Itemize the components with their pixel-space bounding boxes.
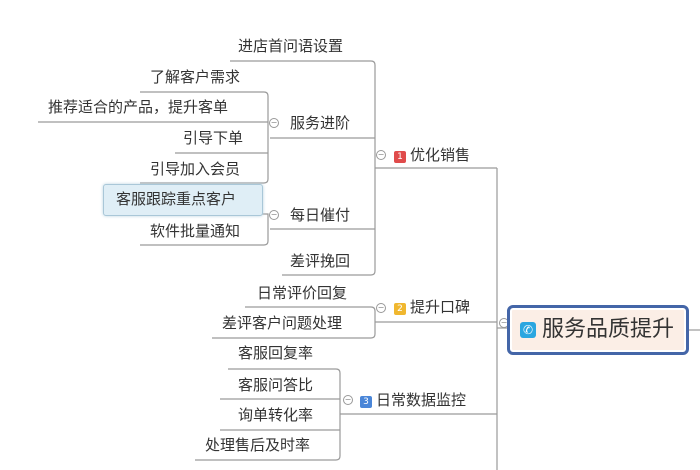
collapse-toggle[interactable]: − — [269, 210, 279, 220]
node-label: 优化销售 — [410, 146, 471, 164]
collapse-toggle[interactable]: − — [376, 150, 386, 160]
node-inquiry-conversion[interactable]: 询单转化率 — [238, 406, 314, 424]
node-service-advance[interactable]: 服务进阶 — [290, 114, 351, 132]
node-bad-review-recovery[interactable]: 差评挽回 — [290, 252, 351, 270]
node-track-key-customers[interactable] — [103, 184, 263, 216]
node-recommend-products[interactable]: 推荐适合的产品，提升客单 — [48, 98, 229, 116]
node-batch-notify[interactable]: 软件批量通知 — [150, 222, 241, 240]
node-guide-order[interactable]: 引导下单 — [183, 129, 244, 147]
node-daily-data-monitoring[interactable]: 3 日常数据监控 — [360, 391, 466, 409]
node-bad-review-handling[interactable]: 差评客户问题处理 — [222, 314, 343, 332]
root-label: 服务品质提升 — [542, 317, 675, 342]
node-understand-needs[interactable]: 了解客户需求 — [150, 68, 241, 86]
collapse-toggle[interactable]: − — [269, 118, 279, 128]
phone-icon: ✆ — [520, 322, 536, 338]
collapse-toggle[interactable]: − — [343, 395, 353, 405]
node-label: 提升口碑 — [410, 298, 471, 316]
node-guide-membership[interactable]: 引导加入会员 — [150, 160, 241, 178]
node-optimize-sales[interactable]: 1 优化销售 — [394, 146, 470, 164]
node-reply-rate[interactable]: 客服回复率 — [238, 344, 314, 362]
node-improve-reputation[interactable]: 2 提升口碑 — [394, 298, 470, 316]
root-node[interactable]: ✆ 服务品质提升 — [507, 305, 689, 355]
priority-2-icon: 2 — [394, 303, 406, 315]
node-greeting-setup[interactable]: 进店首问语设置 — [238, 37, 344, 55]
node-after-sales-timeliness[interactable]: 处理售后及时率 — [205, 436, 311, 454]
priority-3-icon: 3 — [360, 396, 372, 408]
node-track-key-customers-label: 客服跟踪重点客户 — [116, 190, 237, 208]
node-daily-review-reply[interactable]: 日常评价回复 — [257, 284, 348, 302]
node-qa-ratio[interactable]: 客服问答比 — [238, 376, 314, 394]
priority-1-icon: 1 — [394, 151, 406, 163]
collapse-toggle[interactable]: − — [376, 303, 386, 313]
node-label: 日常数据监控 — [376, 391, 467, 409]
node-daily-payment-reminder[interactable]: 每日催付 — [290, 206, 351, 224]
